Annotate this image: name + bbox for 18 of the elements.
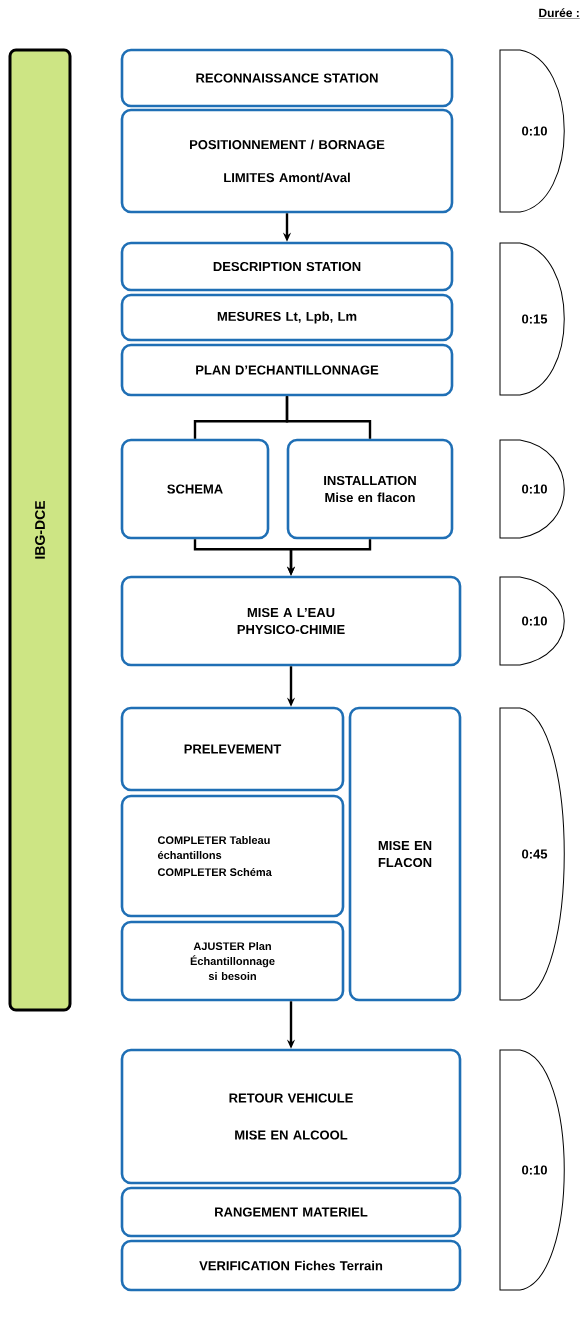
process-box: VERIFICATION Fiches Terrain — [120, 1239, 462, 1292]
process-box: COMPLETER Tableau échantillons COMPLETER Schéma — [120, 794, 345, 918]
column-heading: Durée : — [538, 8, 580, 19]
process-box: AJUSTER Plan Échantillonnage si besoin — [120, 920, 345, 1002]
process-box: RECONNAISSANCE STATION — [120, 48, 454, 108]
vertical-banner: IBG-DCE — [8, 48, 72, 1012]
process-box: MISE EN FLACON — [348, 706, 462, 1002]
process-box: RANGEMENT MATERIEL — [120, 1186, 462, 1238]
process-box: POSITIONNEMENT / BORNAGE LIMITES Amont/Aval — [120, 108, 454, 214]
process-box: SCHEMA — [120, 438, 270, 540]
process-box: MISE A L’EAU PHYSICO-CHIMIE — [120, 575, 462, 667]
process-box: DESCRIPTION STATION — [120, 241, 454, 292]
process-box: RETOUR VEHICULE MISE EN ALCOOL — [120, 1048, 462, 1185]
connector-line — [285, 396, 372, 439]
process-box: PRELEVEMENT — [120, 706, 345, 792]
process-box: INSTALLATION Mise en flacon — [286, 438, 454, 540]
process-box: PLAN D’ECHANTILLONNAGE — [120, 343, 454, 397]
process-box: MESURES Lt, Lpb, Lm — [120, 293, 454, 342]
